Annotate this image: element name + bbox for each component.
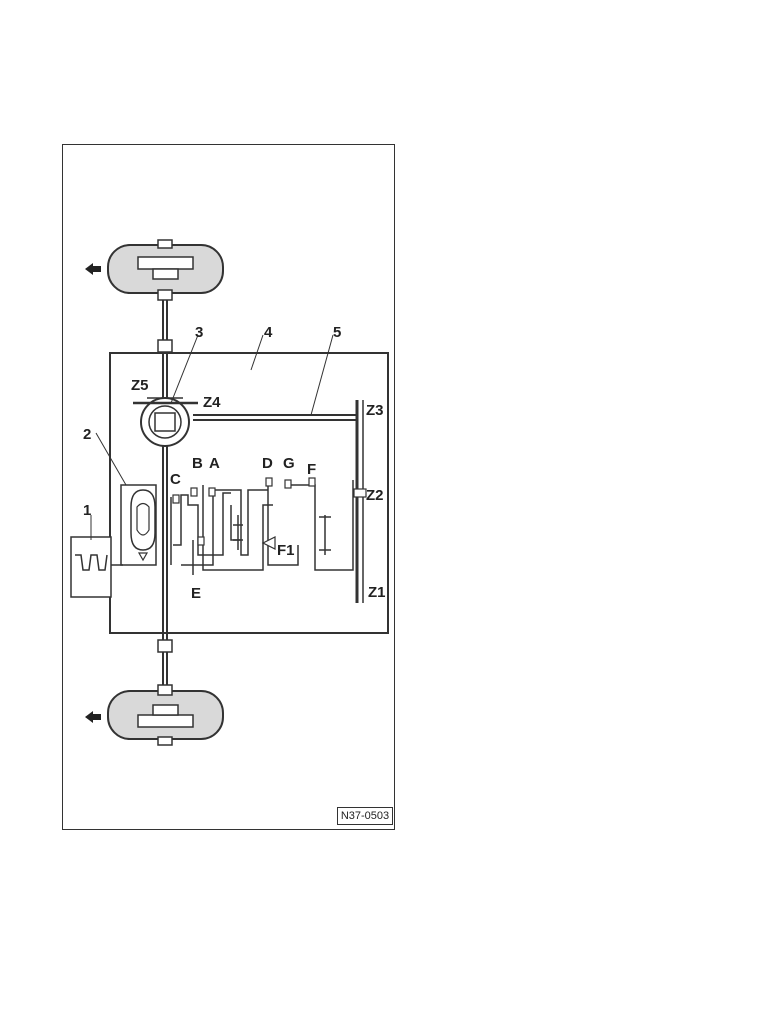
shift-label-e: E (191, 585, 201, 602)
gear-label-z1: Z1 (368, 584, 386, 601)
shift-label-c: C (170, 471, 181, 488)
direction-arrow-top (85, 263, 101, 275)
figure-code: N37-0503 (337, 807, 393, 825)
shift-label-g: G (283, 455, 295, 472)
callout-2: 2 (83, 426, 91, 443)
callout-4: 4 (264, 324, 273, 341)
callout-1: 1 (83, 502, 91, 519)
gear-label-z2: Z2 (366, 487, 384, 504)
shift-label-a: A (209, 455, 220, 472)
callout-5: 5 (333, 324, 341, 341)
transmission-diagram-figure: 1 2 3 4 5 Z5 Z4 Z3 Z2 Z1 C B A D G F F1 … (62, 144, 395, 830)
front-wheel-bottom (107, 684, 224, 746)
callout-leaders (90, 334, 334, 540)
shift-label-d: D (262, 455, 273, 472)
shift-element-markers (172, 477, 316, 550)
gear-label-z3: Z3 (366, 402, 384, 419)
shift-label-f: F (307, 461, 316, 478)
direction-arrow-bottom (85, 711, 101, 723)
front-wheel-top (107, 239, 224, 301)
differential (133, 397, 198, 447)
gear-label-z5: Z5 (131, 377, 149, 394)
joint-top (157, 339, 173, 353)
torque-converter (120, 484, 157, 566)
shift-label-f1: F1 (277, 542, 295, 559)
transmission-diagram: 1 2 3 4 5 Z5 Z4 Z3 Z2 Z1 C B A D G F F1 … (70, 239, 389, 746)
callout-3: 3 (195, 324, 203, 341)
engine (70, 536, 123, 598)
shift-label-b: B (192, 455, 203, 472)
joint-bottom (157, 639, 173, 653)
gear-label-z4: Z4 (203, 394, 221, 411)
